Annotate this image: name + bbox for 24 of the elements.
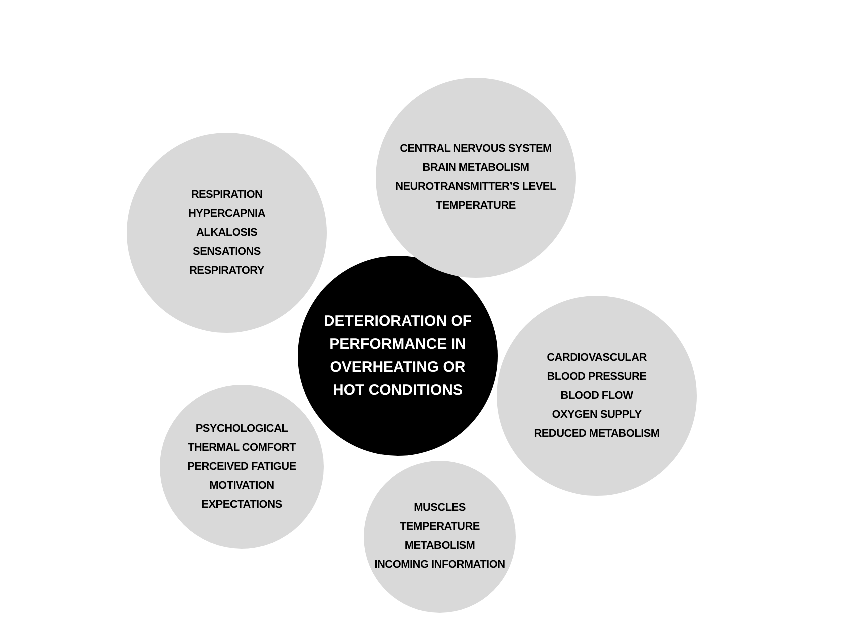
topic-text: TEMPERATURE <box>400 520 480 535</box>
topic-text: CARDIOVASCULAR <box>547 350 647 366</box>
topic-text: HYPERCAPNIA <box>188 206 266 222</box>
topic-text: MUSCLES <box>414 501 466 516</box>
central-title: DETERIORATION OF PERFORMANCE IN OVERHEATING OR HOT CONDITIONS <box>323 312 473 401</box>
topic-text: TEMPERATURE <box>436 199 516 214</box>
topic-text: THERMAL COMFORT <box>188 440 296 456</box>
topic-text: REDUCED METABOLISM <box>534 426 660 442</box>
topic-text: RESPIRATORY <box>189 264 264 278</box>
topic-text: BLOOD FLOW <box>560 388 634 404</box>
topic-text: CENTRAL NERVOUS SYSTEM <box>400 142 552 157</box>
topic-text: RESPIRATION <box>191 188 263 202</box>
topic-text: ALKALOSIS <box>196 226 258 240</box>
topic-text: PSYCHOLOGICAL <box>196 422 288 436</box>
topic-text: INCOMING INFORMATION <box>374 558 506 573</box>
topic-text: BLOOD PRESSURE <box>547 370 647 384</box>
topic-text: MOTIVATION <box>210 478 274 494</box>
topic-text: SENSATIONS <box>193 244 261 260</box>
topic-text: EXPECTATIONS <box>202 498 282 512</box>
topic-text: BRAIN METABOLISM <box>422 161 530 176</box>
topic-text: PERCEIVED FATIGUE <box>188 460 296 474</box>
topic-text: METABOLISM <box>404 539 476 554</box>
topic-text: OXYGEN SUPPLY <box>552 408 642 422</box>
topic-text: NEUROTRANSMITTER’S LEVEL <box>396 180 556 195</box>
